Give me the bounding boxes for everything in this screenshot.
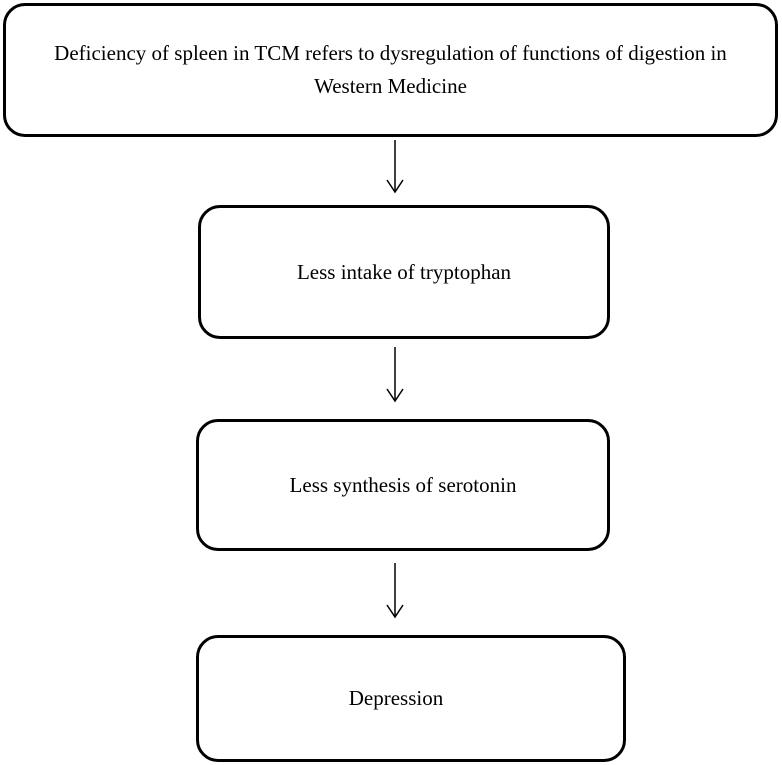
flow-step-label: Depression [348, 686, 444, 710]
flow-step-depression: Depression [196, 635, 626, 762]
flow-step-tryptophan-intake: Less intake of tryptophan [198, 205, 610, 339]
flow-step-label: Less synthesis of serotonin [289, 472, 517, 497]
down-arrow-icon [386, 140, 404, 194]
down-arrow-icon [386, 563, 404, 619]
flow-step-label: Deficiency of spleen in TCM refers to dy… [54, 41, 727, 98]
flow-step-spleen-deficiency: Deficiency of spleen in TCM refers to dy… [3, 3, 778, 137]
flow-step-label: Less intake of tryptophan [296, 259, 512, 284]
down-arrow-icon [386, 347, 404, 403]
flow-step-serotonin-synthesis: Less synthesis of serotonin [196, 419, 610, 551]
